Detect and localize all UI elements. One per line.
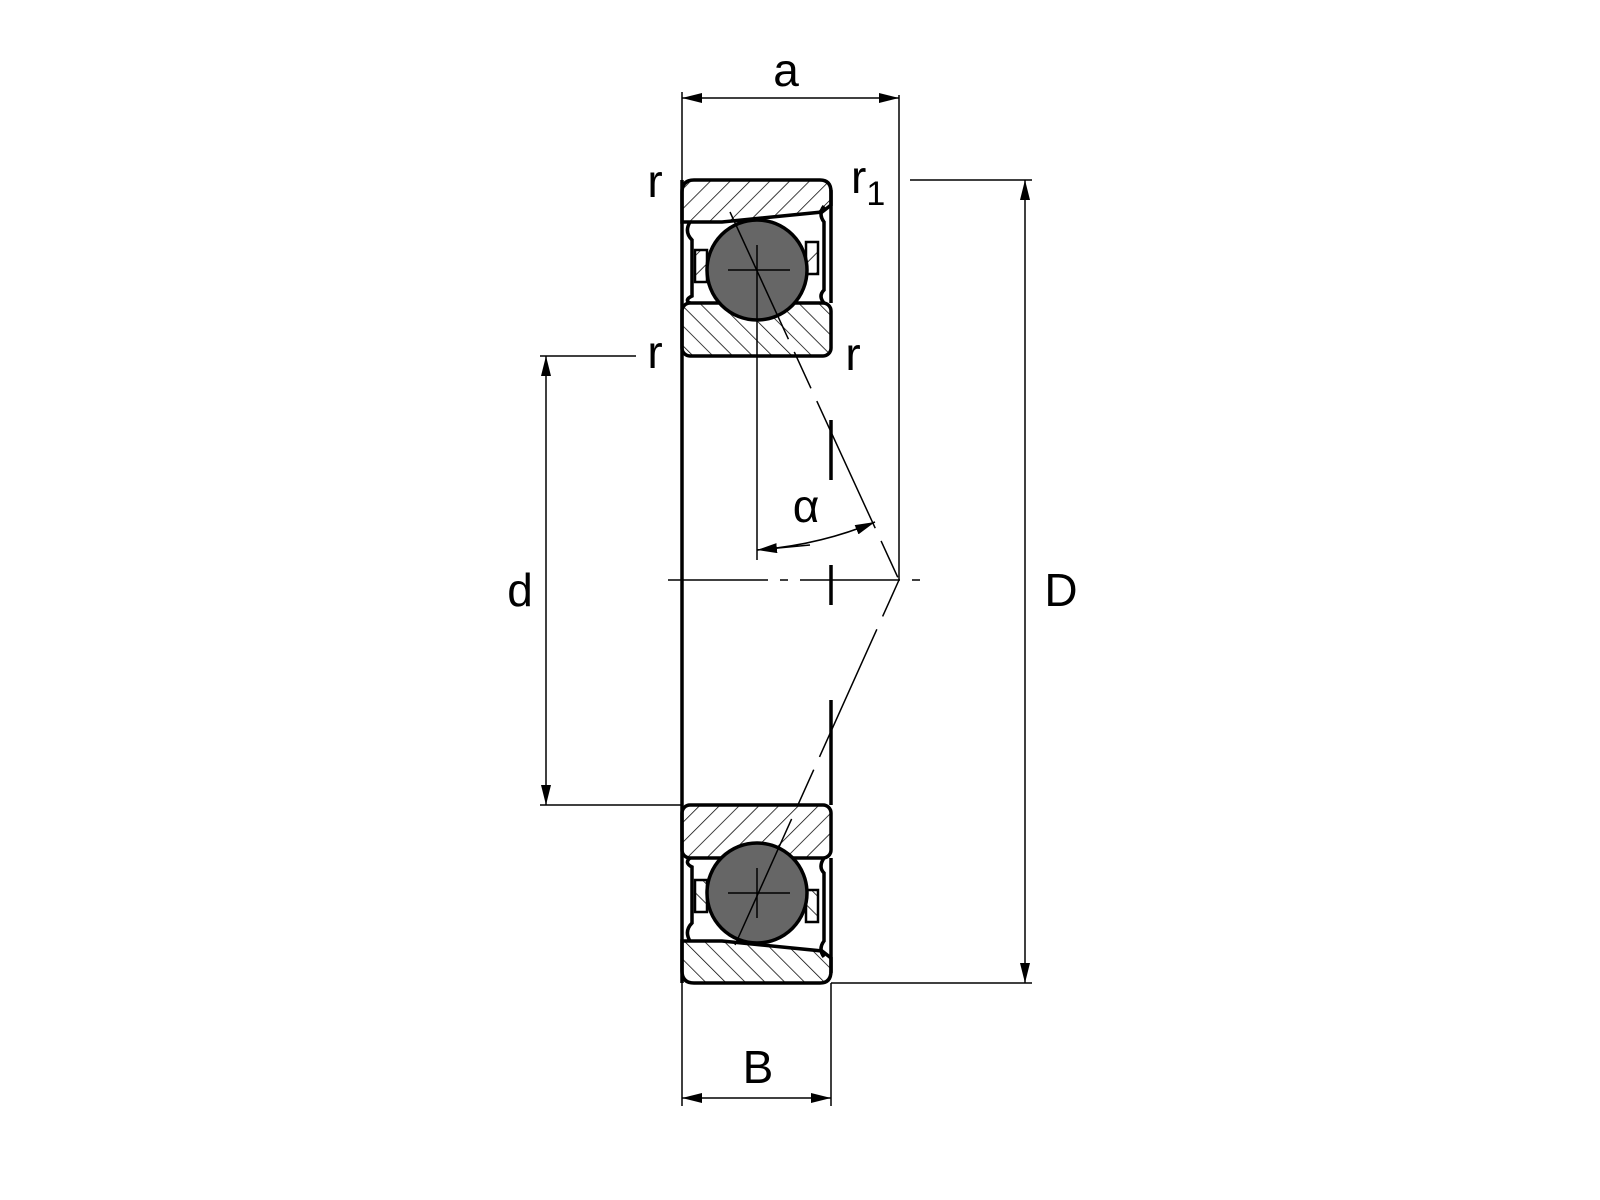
lower-seal-left — [685, 856, 694, 942]
label-r1: r1 — [851, 151, 885, 213]
upper-cage-left — [693, 248, 709, 284]
dimension-B — [681, 983, 832, 1106]
upper-outer-ring — [680, 178, 833, 224]
label-D: D — [1044, 564, 1077, 616]
label-d: d — [507, 564, 533, 616]
label-B: B — [743, 1041, 774, 1093]
lower-seal-right — [819, 857, 826, 959]
label-r-inner-left: r — [647, 326, 662, 378]
upper-seal-right — [819, 204, 826, 305]
label-a: a — [773, 44, 799, 96]
label-alpha: α — [793, 480, 820, 532]
label-r1-subscript: 1 — [866, 175, 885, 213]
upper-seal-left — [685, 221, 694, 305]
lower-outer-ring — [680, 939, 833, 985]
contact-angle-lines — [729, 211, 900, 946]
alpha-dimension — [756, 521, 876, 554]
label-r-outer-left: r — [647, 155, 662, 207]
label-r1-main: r — [851, 151, 866, 203]
label-r-inner-right: r — [845, 328, 860, 380]
dimension-d — [540, 355, 682, 806]
dimension-D — [831, 179, 1032, 984]
dimension-a — [681, 92, 900, 580]
upper-bearing-section — [680, 178, 833, 560]
lower-bearing-section — [680, 803, 833, 985]
lower-cage-left — [693, 878, 709, 914]
